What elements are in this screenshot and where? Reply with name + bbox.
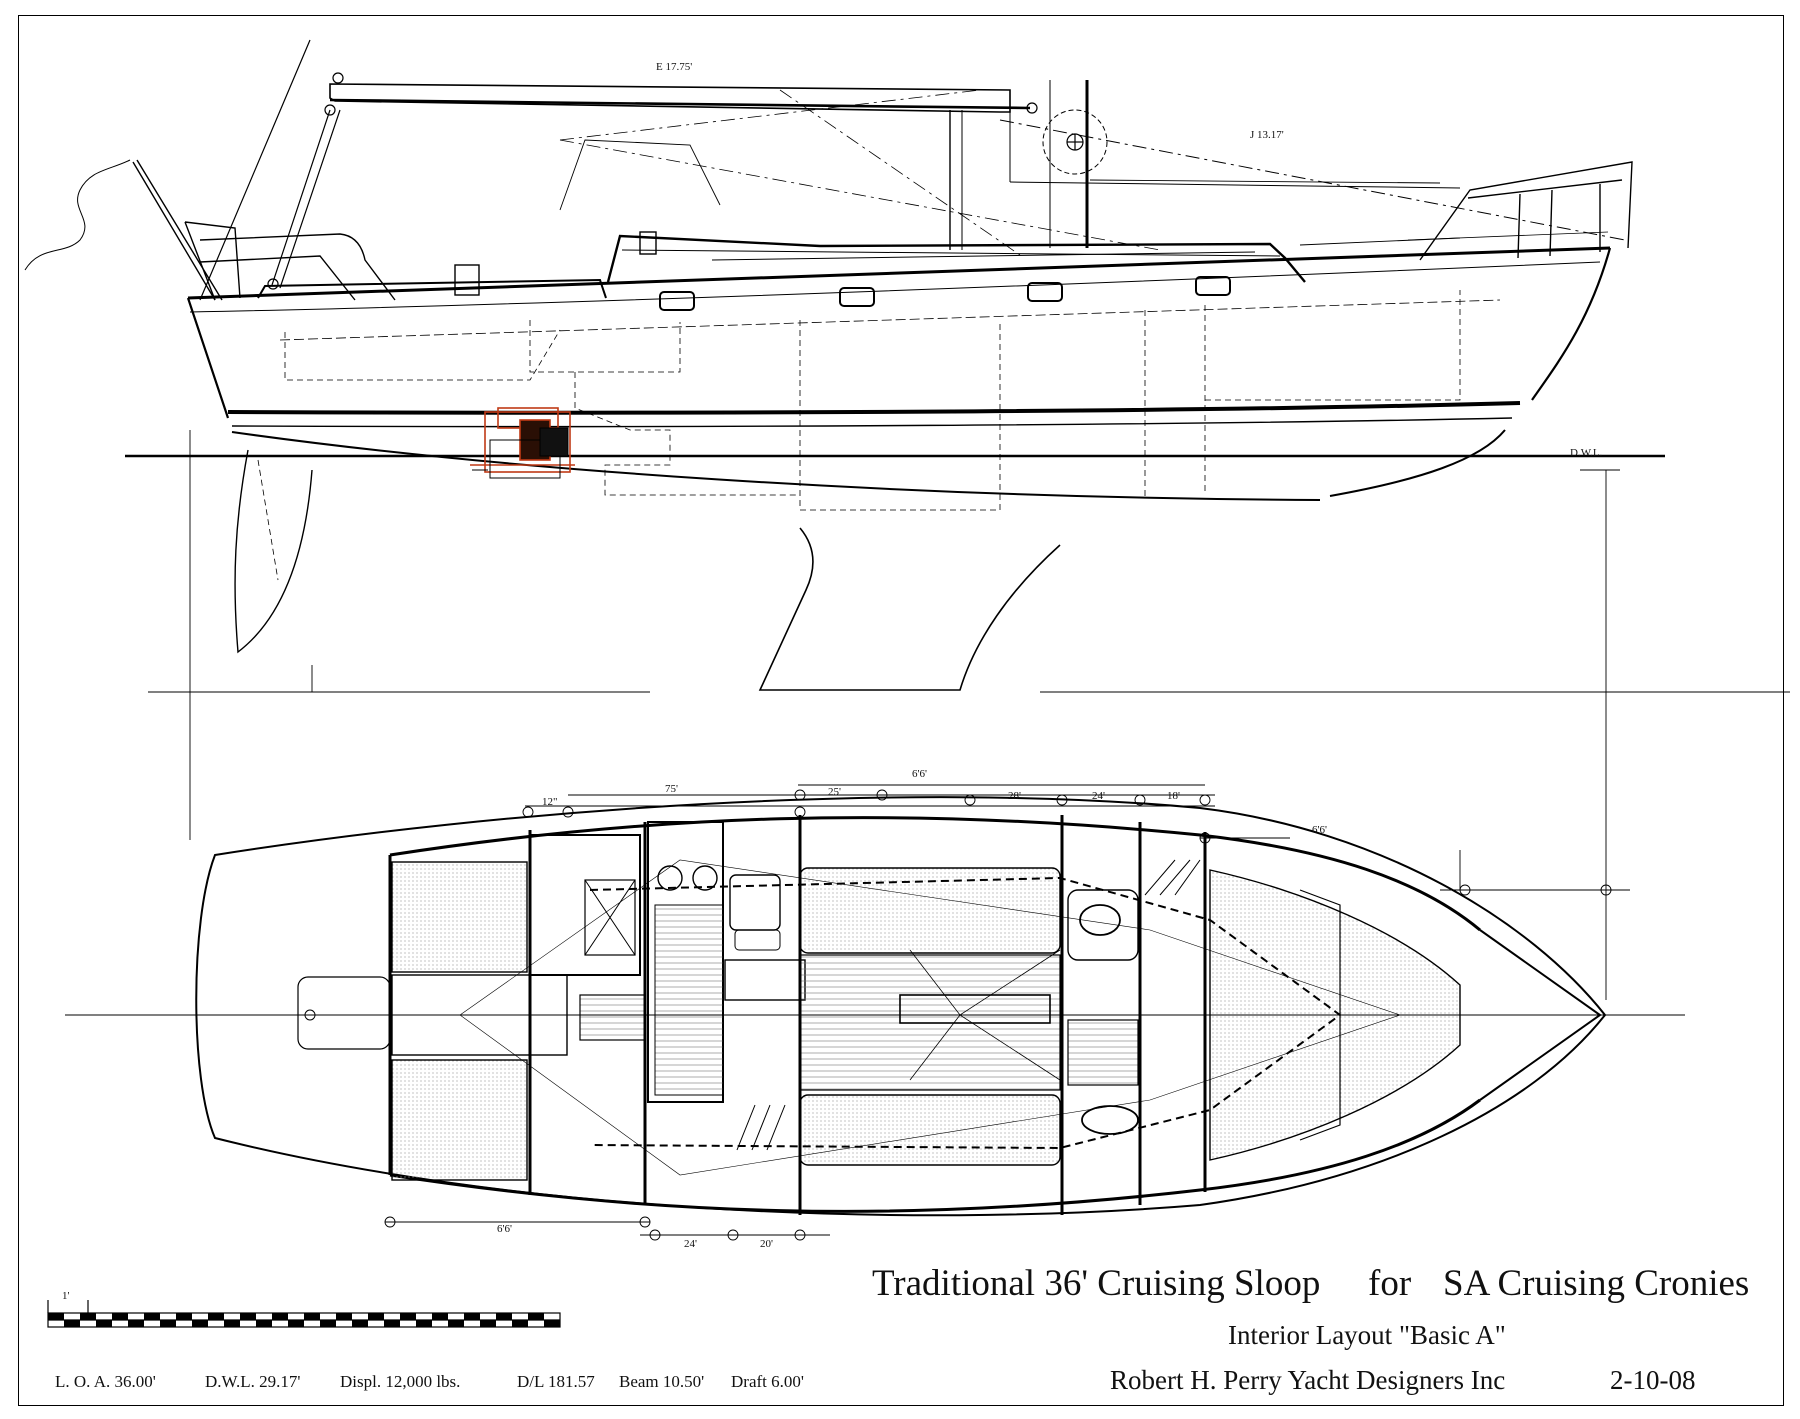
cabin-trunk xyxy=(606,234,1306,283)
scale-segment xyxy=(336,1313,352,1320)
scale-segment xyxy=(400,1313,416,1320)
scale-segment xyxy=(128,1320,144,1327)
plan-hull-outline xyxy=(195,796,1607,1217)
spec-dwl: D.W.L. 29.17' xyxy=(205,1372,301,1391)
scale-segment xyxy=(192,1320,208,1327)
scale-segment xyxy=(144,1313,160,1320)
scale-segment xyxy=(464,1313,480,1320)
scale-segment xyxy=(352,1320,368,1327)
plan-dimension: 6'6' xyxy=(497,1223,512,1235)
scale-segment xyxy=(448,1320,464,1327)
scale-segment xyxy=(176,1313,192,1320)
scale-segment xyxy=(528,1313,544,1320)
scale-segment xyxy=(512,1320,528,1327)
scale-segment xyxy=(240,1313,256,1320)
saloon-settee-port xyxy=(799,1094,1061,1166)
scale-segment xyxy=(304,1313,320,1320)
winch xyxy=(639,231,657,255)
head-toilet xyxy=(1079,904,1121,936)
drawing-border xyxy=(18,15,1784,1406)
scale-segment xyxy=(544,1320,560,1327)
plan-dimension: 18' xyxy=(1167,790,1180,802)
scale-segment xyxy=(208,1313,224,1320)
scale-segment xyxy=(224,1320,240,1327)
rig-j-label: J 13.17' xyxy=(1250,129,1284,141)
scale-segment xyxy=(480,1320,496,1327)
waterline-label: D.W.L. xyxy=(1570,447,1603,459)
head-sink xyxy=(1081,1105,1139,1135)
drawing-date: 2-10-08 xyxy=(1610,1365,1696,1395)
head-compartment xyxy=(1067,889,1139,961)
spec-displacement: Displ. 12,000 lbs. xyxy=(340,1372,461,1391)
plan-dimension: 24' xyxy=(684,1238,697,1250)
plan-dimension: 24' xyxy=(1092,790,1105,802)
rig-e-label: E 17.75' xyxy=(656,61,693,73)
spec-dl-ratio: D/L 181.57 xyxy=(517,1372,595,1391)
layout-name: Interior Layout "Basic A" xyxy=(1228,1320,1506,1350)
winch xyxy=(454,264,480,296)
designer-name: Robert H. Perry Yacht Designers Inc xyxy=(1110,1365,1506,1395)
forestay xyxy=(999,119,1626,241)
scale-segment xyxy=(320,1320,336,1327)
plan-view xyxy=(65,784,1685,1241)
stove-burner xyxy=(657,865,683,891)
scale-segment xyxy=(96,1320,112,1327)
scale-segment xyxy=(256,1320,272,1327)
bow-pulpit xyxy=(1419,161,1633,261)
galley-sink xyxy=(729,874,781,931)
plan-dimension: 6'6' xyxy=(912,768,927,780)
scale-segment xyxy=(384,1320,400,1327)
scale-segment xyxy=(160,1320,176,1327)
scale-segment xyxy=(64,1320,80,1327)
spec-loa: L. O. A. 36.00' xyxy=(55,1372,156,1391)
portlight xyxy=(839,287,875,307)
spec-draft: Draft 6.00' xyxy=(731,1372,804,1391)
stove-burner xyxy=(692,865,718,891)
keel xyxy=(758,527,1061,691)
scale-segment xyxy=(496,1313,512,1320)
drawing-title-for: for xyxy=(1368,1263,1412,1304)
rudder-post xyxy=(297,976,391,1050)
scale-segment xyxy=(416,1320,432,1327)
stern-pulpit xyxy=(184,221,396,301)
drawing-title: Traditional 36' Cruising Sloop xyxy=(872,1263,1321,1304)
profile-view xyxy=(24,39,1790,1000)
scale-segment xyxy=(80,1313,96,1320)
scale-bar xyxy=(47,1300,561,1328)
scale-segment xyxy=(112,1313,128,1320)
hull-bow xyxy=(1531,247,1612,401)
scale-label: 1' xyxy=(62,1290,70,1302)
saloon-table xyxy=(899,994,1051,1024)
portlight xyxy=(1195,276,1231,296)
plan-dimension: 75' xyxy=(665,783,678,795)
rudder xyxy=(234,449,313,654)
v-berth xyxy=(1209,869,1461,1161)
plan-dimension: 25' xyxy=(828,786,841,798)
plan-dimension: 28' xyxy=(1008,790,1021,802)
plan-dimension: 6'6' xyxy=(1312,824,1327,836)
drawing-client: SA Cruising Cronies xyxy=(1443,1263,1750,1304)
scale-segment xyxy=(48,1313,64,1320)
scale-segment xyxy=(432,1313,448,1320)
scale-segment xyxy=(272,1313,288,1320)
portlight xyxy=(1027,282,1063,302)
companionway-ladder xyxy=(579,994,646,1041)
portlight xyxy=(659,291,695,311)
scale-segment xyxy=(368,1313,384,1320)
backstay xyxy=(199,39,311,301)
plan-dimension: 20' xyxy=(760,1238,773,1250)
hull-transom xyxy=(186,297,230,419)
dodger xyxy=(559,139,721,211)
plan-dimension: 12" xyxy=(542,796,558,808)
scale-segment xyxy=(288,1320,304,1327)
spec-beam: Beam 10.50' xyxy=(619,1372,705,1391)
